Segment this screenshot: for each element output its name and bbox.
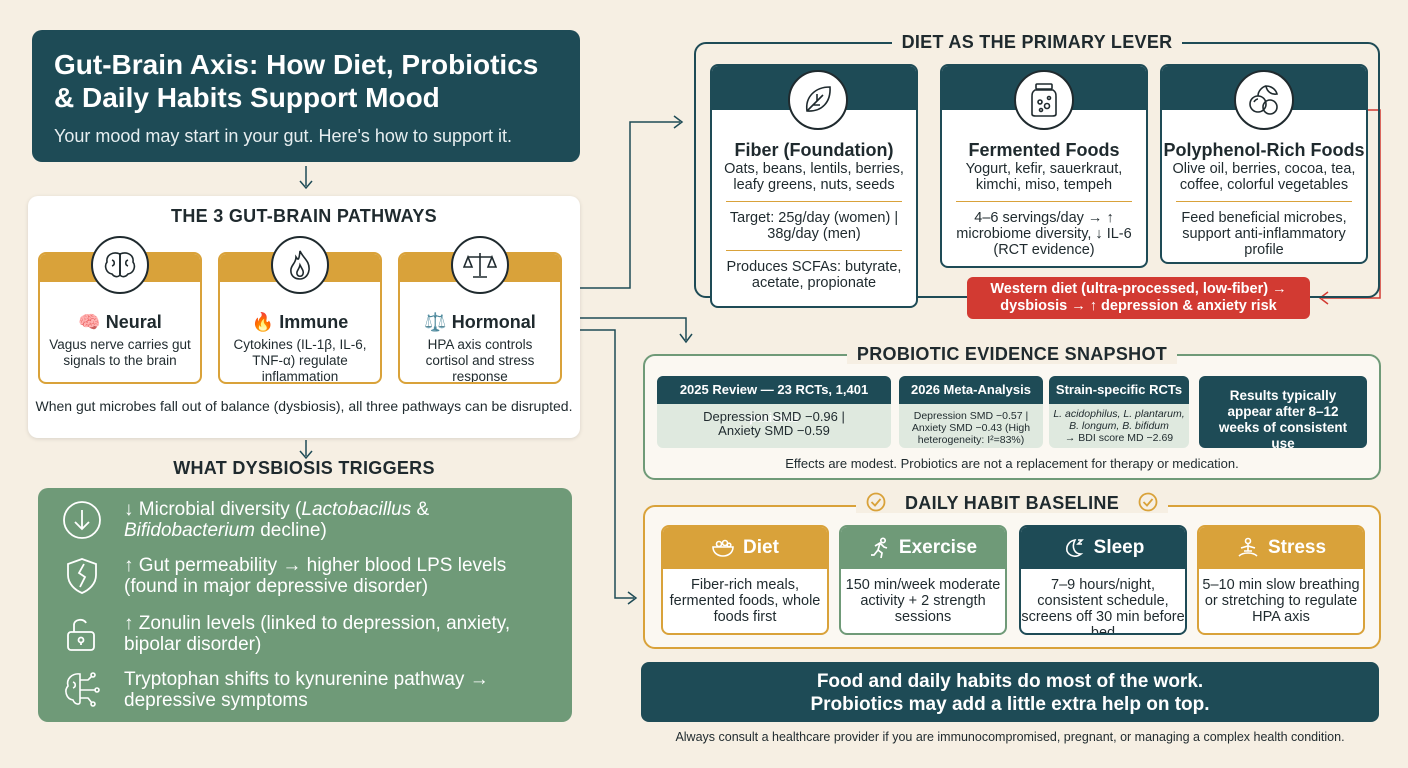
pathways-panel: THE 3 GUT-BRAIN PATHWAYS 🧠 Neural Vagus …	[28, 196, 580, 438]
habit-desc: 150 min/week moderate activity + 2 stren…	[845, 577, 1001, 625]
summary-line-1: Food and daily habits do most of the wor…	[816, 671, 1204, 692]
habit-desc: 7–9 hours/night, consistent schedule, sc…	[1021, 577, 1185, 635]
dysbiosis-item: ↓ Microbial diversity (Lactobacillus & B…	[62, 496, 429, 544]
dysbiosis-text: ↑ Zonulin levels (linked to depression, …	[124, 613, 511, 655]
runner-icon	[870, 537, 888, 559]
diet-card-detail: Feed beneficial microbes, support anti-i…	[1181, 210, 1347, 258]
habit-card-sleep: Sleep 7–9 hours/night, consistent schedu…	[1019, 525, 1187, 635]
probiotic-card-review: 2025 Review — 23 RCTs, 1,401 patients De…	[657, 376, 891, 448]
diet-card-name: Fiber (Foundation)	[734, 140, 894, 160]
probiotic-panel: 2025 Review — 23 RCTs, 1,401 patients De…	[643, 354, 1381, 480]
probiotic-results-note: Results typically appear after 8–12 week…	[1199, 376, 1367, 448]
probiotic-card-body: Depression SMD −0.57 | Anxiety SMD −0.43…	[911, 410, 1031, 446]
flame-icon	[271, 236, 329, 294]
probiotic-card-head: Strain-specific RCTs	[1049, 376, 1189, 404]
pathway-name: ⚖️ Hormonal	[424, 312, 536, 332]
moon-icon	[1065, 538, 1084, 557]
probiotic-card-body: → BDI score MD −2.69	[1064, 432, 1174, 444]
western-diet-warning: Western diet (ultra-processed, low-fiber…	[967, 277, 1310, 319]
habits-panel: Diet Fiber-rich meals, fermented foods, …	[643, 505, 1381, 649]
probiotic-strains: L. acidophilus, L. plantarum, B. longum,…	[1053, 408, 1185, 432]
habit-name: Stress	[1267, 537, 1327, 558]
pathway-name: 🔥 Immune	[251, 312, 349, 332]
summary-line-2: Probiotics may add a little extra help o…	[810, 694, 1210, 715]
habit-name: Exercise	[898, 537, 978, 558]
dysbiosis-genus-1: Lactobacillus	[301, 499, 412, 520]
summary-banner: Food and daily habits do most of the wor…	[641, 662, 1379, 722]
habits-title: DAILY HABIT BASELINE	[894, 493, 1130, 513]
cracked-shield-icon	[67, 558, 97, 594]
diet-card-foods: Yogurt, kefir, sauerkraut, kimchi, miso,…	[965, 161, 1123, 193]
diet-card-detail: 4–6 servings/day → ↑ microbiome diversit…	[956, 210, 1132, 258]
diet-card-extra: Produces SCFAs: butyrate, acetate, propi…	[726, 259, 902, 291]
down-arrow-icon	[63, 501, 101, 539]
habit-card-stress: Stress 5–10 min slow breathing or stretc…	[1197, 525, 1365, 635]
berries-icon	[1234, 70, 1294, 130]
habit-card-exercise: Exercise 150 min/week moderate activity …	[839, 525, 1007, 635]
diet-card-detail: Target: 25g/day (women) | 38g/day (men)	[729, 210, 899, 242]
probiotic-disclaimer: Effects are modest. Probiotics are not a…	[785, 456, 1239, 471]
pathway-desc: Cytokines (IL-1β, IL-6, TNF-α) regulate …	[233, 337, 367, 384]
probiotic-card-head: 2026 Meta-Analysis	[899, 376, 1043, 404]
dysbiosis-item: ↑ Zonulin levels (linked to depression, …	[62, 610, 534, 658]
check-circle-icon	[866, 492, 886, 512]
scales-icon	[451, 236, 509, 294]
dysbiosis-text-pre: ↓ Microbial diversity (	[124, 499, 302, 520]
habit-name: Diet	[743, 537, 779, 558]
dysbiosis-genus-2: Bifidobacterium	[124, 520, 255, 541]
probiotic-card-meta: 2026 Meta-Analysis Depression SMD −0.57 …	[899, 376, 1043, 448]
dysbiosis-panel: ↓ Microbial diversity (Lactobacillus & B…	[38, 488, 572, 722]
diet-title: DIET AS THE PRIMARY LEVER	[891, 32, 1183, 52]
title-banner: Gut-Brain Axis: How Diet, Probiotics & D…	[32, 30, 580, 162]
pathway-name: 🧠 Neural	[78, 312, 162, 332]
habit-name: Sleep	[1093, 537, 1145, 558]
pathway-desc: HPA axis controls cortisol and stress re…	[425, 337, 535, 384]
brain-circuit-icon	[65, 672, 100, 707]
probiotic-card-strains: Strain-specific RCTs L. acidophilus, L. …	[1049, 376, 1189, 448]
dysbiosis-text: Tryptophan shifts to kynurenine pathway …	[124, 669, 489, 711]
habit-desc: Fiber-rich meals, fermented foods, whole…	[669, 577, 821, 625]
dysbiosis-item: Tryptophan shifts to kynurenine pathway …	[62, 666, 524, 714]
page-title: Gut-Brain Axis: How Diet, Probiotics & D…	[54, 49, 539, 113]
unlocked-padlock-icon	[67, 618, 95, 651]
check-circle-icon	[1138, 492, 1158, 512]
dysbiosis-text-mid: &	[411, 499, 430, 520]
dysbiosis-text: ↑ Gut permeability → higher blood LPS le…	[124, 555, 507, 597]
diet-card-name: Fermented Foods	[968, 140, 1120, 160]
pathway-desc: Vagus nerve carries gut signals to the b…	[49, 337, 191, 368]
leaf-icon	[788, 70, 848, 130]
disclaimer: Always consult a healthcare provider if …	[675, 730, 1345, 744]
page-subtitle: Your mood may start in your gut. Here's …	[54, 126, 512, 146]
dysbiosis-item: ↑ Gut permeability → higher blood LPS le…	[62, 552, 524, 600]
meditation-icon	[1238, 537, 1258, 557]
diet-card-name: Polyphenol-Rich Foods	[1163, 140, 1365, 160]
brain-icon	[91, 236, 149, 294]
diet-card-fermented: Fermented Foods Yogurt, kefir, sauerkrau…	[940, 64, 1148, 268]
habit-desc: 5–10 min slow breathing or stretching to…	[1202, 577, 1360, 625]
probiotic-card-body: Depression SMD −0.96 | Anxiety SMD −0.59	[703, 409, 845, 438]
jar-icon	[1014, 70, 1074, 130]
probiotic-title: PROBIOTIC EVIDENCE SNAPSHOT	[846, 344, 1178, 364]
bowl-icon	[712, 539, 734, 557]
pathways-title: THE 3 GUT-BRAIN PATHWAYS	[171, 206, 437, 226]
dysbiosis-title: WHAT DYSBIOSIS TRIGGERS	[173, 458, 435, 478]
diet-card-foods: Oats, beans, lentils, berries, leafy gre…	[724, 161, 904, 193]
habit-card-diet: Diet Fiber-rich meals, fermented foods, …	[661, 525, 829, 635]
probiotic-card-head: 2025 Review — 23 RCTs, 1,401 patients	[657, 376, 891, 425]
dysbiosis-text-post: decline)	[254, 520, 327, 541]
pathways-note: When gut microbes fall out of balance (d…	[35, 398, 573, 414]
diet-card-foods: Olive oil, berries, cocoa, tea, coffee, …	[1172, 161, 1356, 193]
